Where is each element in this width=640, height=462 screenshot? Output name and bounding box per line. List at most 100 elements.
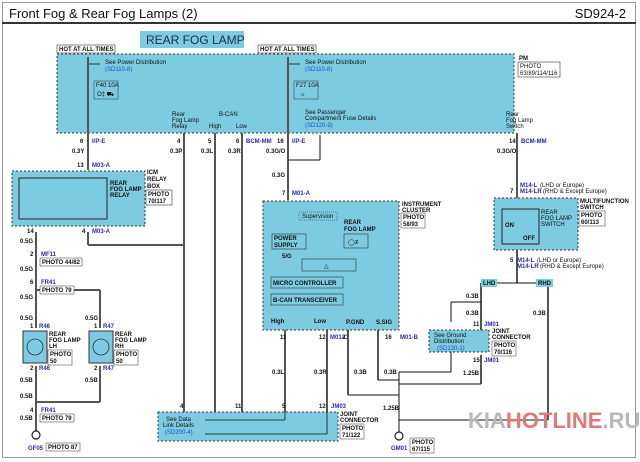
relay-label-2: FOG LAMP xyxy=(110,187,142,193)
lhd-label: LHD xyxy=(483,281,496,287)
connector-m03a-1: M03-A xyxy=(92,163,111,169)
pm-relay-label-2: Fog Lamp xyxy=(172,118,200,124)
lamp-lh-icon xyxy=(26,338,44,356)
cluster-high: High xyxy=(271,319,285,325)
data-link-wires xyxy=(205,412,328,435)
connector-r47-a: R47 xyxy=(103,324,115,330)
power-supply-1: POWER xyxy=(274,236,297,242)
pm-relay-label-1: Rear xyxy=(172,112,185,118)
multifunction-switch xyxy=(493,197,579,251)
jm01-photo-box xyxy=(491,340,517,357)
pm-relay-label-3: Relay xyxy=(172,124,187,130)
link-sd130-1[interactable]: (SD130-1) xyxy=(437,346,465,352)
mfs-label-2: SWITCH xyxy=(580,205,604,211)
connector-m03a-2: M03-A xyxy=(92,229,111,235)
rhd-label: RHD xyxy=(538,281,552,287)
pin-5b: 5 xyxy=(510,258,514,264)
pin-1b: 1 xyxy=(94,324,98,330)
data-link-box xyxy=(157,411,339,442)
rhd-badge xyxy=(536,279,553,287)
jm01-joint-2: CONNECTOR xyxy=(492,335,531,341)
pin-15: 15 xyxy=(473,358,480,364)
supervision-box xyxy=(298,211,338,221)
fog-indicator-box xyxy=(343,233,369,249)
instrument-cluster xyxy=(262,200,400,331)
wire-0-5g-c: 0.5G xyxy=(20,295,33,301)
pin-4b: 4 xyxy=(82,229,86,235)
icm-photo-box xyxy=(145,189,173,206)
cluster-ssig: S.SIG xyxy=(376,320,392,326)
watermark: KIAHOTLINE.RU xyxy=(468,408,640,433)
wire-0-3go: 0.3G/O xyxy=(266,149,286,155)
pm-switch-label-1: Rear xyxy=(506,112,519,118)
pin-2: 2 xyxy=(30,252,34,258)
see-power-right: See Power Distribution xyxy=(305,60,366,66)
connector-m01a: M01-A xyxy=(292,191,311,197)
icm-photo: PHOTO xyxy=(148,192,170,198)
thin-wires xyxy=(288,135,548,432)
see-passenger: See Passenger xyxy=(305,110,346,116)
cluster-fog-2: FOG LAMP xyxy=(344,227,376,233)
connector-bcm-mm-2: BCM-MM xyxy=(521,139,547,145)
wire-0-5g-a: 0.5G xyxy=(20,239,33,245)
comparator-box xyxy=(301,258,357,272)
pin-1a: 1 xyxy=(30,324,34,330)
icm-label-2: RELAY xyxy=(147,177,167,183)
connector-m14l-bot: M14-L xyxy=(517,258,535,264)
wire-1-25b-b: 1.25B xyxy=(383,406,400,412)
diagram-frame xyxy=(2,2,636,458)
ground-gm01-icon xyxy=(394,431,404,441)
pin-4: 4 xyxy=(177,139,181,145)
lamp-lh-photo-box xyxy=(47,349,73,366)
micro-controller-box xyxy=(270,276,344,289)
connector-ipe-1: I/P-E xyxy=(92,139,105,145)
connector-ipe-2: I/P-E xyxy=(292,139,305,145)
pin-14b: 14 xyxy=(27,229,34,235)
hot-label-right xyxy=(257,44,317,54)
jm03-photo-box xyxy=(339,423,365,440)
lamp-rh-label-2: FOG LAMP xyxy=(115,338,147,344)
switch-on: ON xyxy=(505,223,514,229)
fr41b-photo-box xyxy=(39,413,75,423)
lamp-rh-photo-num: 50 xyxy=(116,359,123,365)
wire-0-5b-b: 0.5B xyxy=(85,378,98,384)
link-sd110-8-right[interactable]: (SD110-8) xyxy=(305,67,332,73)
jm03-photo: PHOTO xyxy=(342,426,364,432)
wire-0-3l: 0.3L xyxy=(201,149,213,155)
supervision-label: Supervision xyxy=(302,214,333,220)
lamp-rh-icon xyxy=(92,338,110,356)
ground-gf05-icon xyxy=(31,430,41,440)
lamp-lh-photo: PHOTO xyxy=(50,352,72,358)
jm03-joint-2: CONNECTOR xyxy=(340,418,379,424)
lamp-lh-label-1: REAR xyxy=(49,332,67,338)
link-sd200-4[interactable]: (SD200-4) xyxy=(165,430,193,436)
pm-label: PM xyxy=(519,56,528,62)
lamp-lh-photo-num: 50 xyxy=(50,359,57,365)
wire-0-3r-b: 0.3R xyxy=(314,370,327,376)
bcan-low: Low xyxy=(236,124,248,130)
pin-5c: 5 xyxy=(282,404,286,410)
gm01-photo-box xyxy=(409,437,435,454)
pm-module xyxy=(56,53,515,134)
fr41-photo: PHOTO 79 xyxy=(42,288,72,294)
relay-label-1: REAR xyxy=(110,181,128,187)
cluster-photo-box xyxy=(400,212,426,229)
pm-switch-label-2: Fog Lamp xyxy=(506,118,534,124)
mfs-photo-box xyxy=(578,210,606,227)
triangle-icon: △ xyxy=(324,264,329,270)
m14lr-top-note: (RHD & Except Europe) xyxy=(543,189,607,195)
wire-0-5g-e: 0.5G xyxy=(85,316,98,322)
link-sd110-8-left[interactable]: (SD110-8) xyxy=(105,67,132,73)
connector-r46-b: R46 xyxy=(39,366,51,372)
lamp-rh-photo-box xyxy=(113,349,139,366)
m14l-bot-note: (LHD or Europe) xyxy=(537,258,581,264)
link-sd120-9[interactable]: (SD120-9) xyxy=(305,123,333,129)
fuse-f40-box xyxy=(93,80,119,100)
m14l-top-note: (LHD or Europe) xyxy=(540,183,584,189)
jm01-joint-1: JOINT xyxy=(492,329,510,335)
hot-at-all-times-right: HOT AT ALL TIMES xyxy=(260,47,315,53)
cluster-label-2: CLUSTER xyxy=(402,208,431,214)
pin-11c: 11 xyxy=(235,404,242,410)
relay-label-3: RELAY xyxy=(110,193,130,199)
